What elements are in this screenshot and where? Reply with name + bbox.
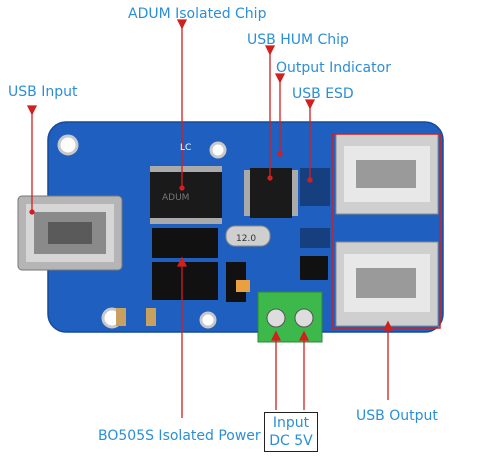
label-usb-input: USB Input bbox=[8, 84, 78, 100]
adum-chip-1 bbox=[150, 172, 222, 218]
label-input-dc-5v: Input DC 5V bbox=[264, 412, 318, 452]
label-input-line1: Input bbox=[272, 415, 310, 431]
bo505s-module-1 bbox=[152, 228, 218, 258]
chip-text: ADUM bbox=[162, 193, 189, 203]
crystal-text: 12.0 bbox=[236, 234, 256, 244]
label-usb-esd: USB ESD bbox=[292, 86, 354, 102]
label-input-line2: DC 5V bbox=[269, 433, 313, 449]
usb-hub-chip bbox=[250, 168, 292, 218]
callout-lines bbox=[26, 19, 394, 418]
label-usb-hum-chip: USB HUM Chip bbox=[247, 32, 349, 48]
bo505s-module-2 bbox=[152, 262, 218, 300]
label-output-indicator: Output Indicator bbox=[276, 60, 391, 76]
label-adum-isolated-chip: ADUM Isolated Chip bbox=[128, 6, 267, 22]
crystal bbox=[225, 225, 271, 247]
label-usb-output: USB Output bbox=[356, 408, 438, 424]
label-bo505s-isolated-power: BO505S Isolated Power bbox=[98, 428, 261, 444]
mount-hole-tr bbox=[209, 141, 227, 159]
mount-hole-br bbox=[199, 311, 217, 329]
mount-hole-tl bbox=[57, 134, 79, 156]
silkscreen-lc: LC bbox=[180, 143, 191, 153]
